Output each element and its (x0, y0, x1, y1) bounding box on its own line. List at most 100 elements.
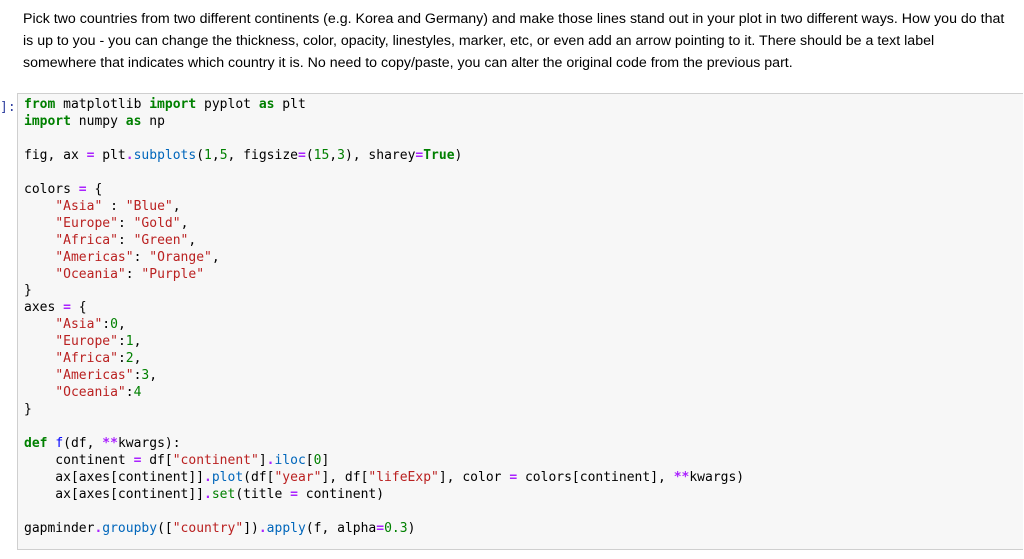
code-token: kwargs): (117, 436, 181, 452)
code-token: (f, alpha (305, 520, 377, 536)
code-token: "Americas" (55, 249, 134, 265)
code-token: (title (235, 486, 291, 502)
code-token: "Europe" (55, 215, 118, 231)
code-token (24, 267, 55, 282)
code-line: "Asia":0, (24, 317, 744, 334)
code-token: ([ (157, 520, 173, 536)
code-token: 0 (313, 453, 322, 469)
code-token: 4 (133, 385, 142, 401)
code-token: df[ (141, 453, 173, 469)
code-token: 3 (141, 368, 150, 384)
code-token: : (117, 215, 134, 231)
code-token: 1 (204, 147, 212, 163)
code-token: "Blue" (125, 198, 173, 214)
code-token: groupby (102, 520, 158, 536)
code-token: "Americas" (55, 368, 134, 384)
code-token: colors (24, 181, 79, 197)
code-line: import numpy as np (24, 114, 744, 131)
code-token: plt (274, 97, 306, 112)
code-token: 5 (219, 147, 228, 163)
code-token: , (133, 351, 142, 367)
code-token: "lifeExp" (368, 469, 439, 485)
code-token: continent) (297, 486, 385, 502)
code-token: , figsize (227, 147, 298, 163)
code-token: ], color (438, 469, 510, 485)
code-token: ) (407, 520, 416, 536)
code-token: "Africa" (55, 351, 118, 367)
code-token: = (297, 147, 306, 163)
code-line: colors = { (24, 182, 744, 199)
code-token: : (133, 249, 150, 265)
code-token: : (125, 266, 142, 282)
code-line (24, 504, 744, 521)
code-token: = (376, 520, 385, 536)
code-token: : (117, 334, 126, 350)
code-token: np (141, 113, 165, 129)
code-line: } (24, 283, 744, 300)
code-token: numpy (70, 113, 126, 129)
code-token: "country" (172, 520, 244, 536)
code-line: "Americas":3, (24, 368, 744, 385)
code-token: subplots (133, 147, 197, 163)
code-token: : (102, 317, 111, 333)
code-token: , (149, 368, 158, 384)
code-token (24, 368, 55, 383)
code-token: "Purple" (141, 266, 205, 282)
code-token: 2 (125, 351, 134, 367)
code-token (24, 351, 55, 366)
code-line: "Oceania":4 (24, 385, 744, 402)
code-token: (df[ (243, 469, 275, 485)
code-token: ax[axes[continent]] (24, 469, 205, 485)
code-token: . (204, 469, 212, 485)
code-line: "Americas": "Orange", (24, 250, 744, 267)
code-token (24, 233, 55, 248)
code-token: , (117, 317, 126, 333)
code-line: "Europe": "Gold", (24, 216, 744, 233)
code-token: import (149, 97, 197, 112)
code-token: { (70, 300, 87, 316)
cell-prompt: ]: (0, 100, 16, 115)
code-token: ), sharey (344, 147, 416, 163)
code-token: continent (24, 453, 134, 469)
code-token: ], df[ (321, 469, 369, 485)
code-token: import (24, 113, 71, 129)
code-token: . (94, 520, 103, 536)
code-token: . (125, 147, 134, 163)
code-line (24, 419, 744, 436)
code-token: ] (321, 453, 330, 469)
code-token: , (211, 147, 220, 163)
code-token: , (133, 334, 142, 350)
code-token: (df, (63, 436, 103, 452)
code-token: ) (454, 147, 463, 163)
code-line: fig, ax = plt.subplots(1,5, figsize=(15,… (24, 148, 744, 165)
code-token: : (117, 232, 134, 248)
markdown-instructions: Pick two countries from two different co… (23, 11, 1005, 71)
code-token: fig, ax (24, 147, 87, 163)
code-token: , (180, 215, 189, 231)
code-token: . (266, 453, 275, 469)
code-line: "Africa": "Green", (24, 233, 744, 250)
code-token (24, 317, 55, 332)
code-token: from (24, 97, 56, 112)
code-token: "continent" (172, 453, 259, 469)
code-token: matplotlib (55, 97, 150, 112)
code-token: 0.3 (384, 520, 408, 536)
code-line: "Asia" : "Blue", (24, 199, 744, 216)
code-token: ]) (243, 520, 259, 536)
code-token: , (172, 198, 181, 214)
code-token: as (125, 113, 142, 129)
code-token: "Oceania" (55, 266, 126, 282)
code-token: 1 (125, 334, 134, 350)
code-token: = (78, 181, 87, 197)
code-token: : (125, 385, 134, 401)
code-line: } (24, 402, 744, 419)
code-token: axes (24, 300, 64, 316)
code-token: : (117, 351, 126, 367)
code-cell[interactable] (17, 93, 1023, 550)
code-token: [ (305, 453, 314, 469)
code-token: "Asia" (55, 317, 103, 333)
code-token: 3 (337, 147, 345, 163)
code-line: "Africa":2, (24, 351, 744, 368)
code-line: ax[axes[continent]].set(title = continen… (24, 487, 744, 504)
